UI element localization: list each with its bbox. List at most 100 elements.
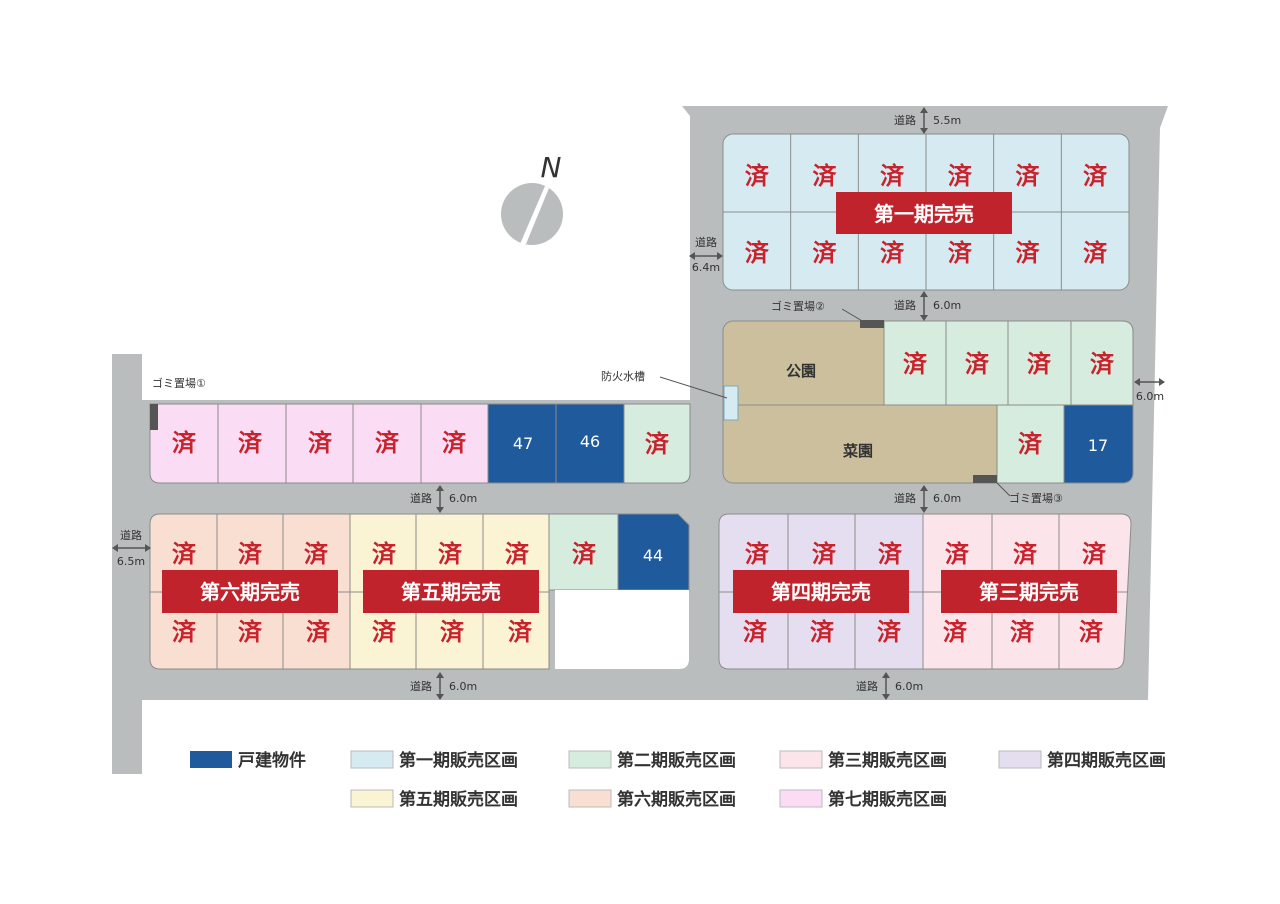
sold-mark: 済 bbox=[810, 618, 835, 646]
arrow-right-icon bbox=[717, 252, 723, 260]
legend-house: 戸建物件 bbox=[238, 750, 306, 771]
lot-47[interactable] bbox=[487, 403, 557, 484]
garbage-3-label: ゴミ置場③ bbox=[1009, 491, 1063, 505]
phase3-banner-text: 第三期完売 bbox=[979, 580, 1079, 604]
legend-swatch-phase4 bbox=[998, 750, 1042, 769]
legend-swatch-phase5 bbox=[350, 789, 394, 808]
sold-mark: 済 bbox=[880, 162, 905, 190]
garden-label: 菜園 bbox=[842, 442, 873, 460]
lot-17[interactable] bbox=[1063, 404, 1134, 484]
legend-phase1: 第一期販売区画 bbox=[399, 750, 518, 771]
arrow-up-icon bbox=[436, 485, 444, 491]
legend-swatch-phase3 bbox=[779, 750, 823, 769]
legend-phase6: 第六期販売区画 bbox=[617, 789, 736, 810]
sold-mark: 済 bbox=[813, 162, 838, 190]
legend-phase3: 第三期販売区画 bbox=[828, 750, 947, 771]
sold-mark: 済 bbox=[945, 540, 970, 568]
phase4-banner bbox=[733, 570, 909, 613]
sold-mark: 済 bbox=[442, 429, 467, 457]
sold-mark: 済 bbox=[308, 429, 333, 457]
garbage-station-2 bbox=[860, 320, 884, 328]
empty-lot bbox=[555, 590, 689, 669]
road-label: 道路 bbox=[894, 113, 916, 127]
phase3-banner bbox=[941, 570, 1117, 613]
arrow-up-icon bbox=[920, 485, 928, 491]
sold-mark: 済 bbox=[306, 618, 331, 646]
sold-mark: 済 bbox=[813, 239, 838, 267]
sold-mark: 済 bbox=[238, 429, 263, 457]
legend-swatch-phase2 bbox=[568, 750, 612, 769]
sold-mark: 済 bbox=[878, 540, 903, 568]
phase5-banner bbox=[363, 570, 539, 613]
fire-water-tank bbox=[723, 385, 739, 421]
sold-mark: 済 bbox=[172, 429, 197, 457]
sold-mark: 済 bbox=[1027, 350, 1052, 378]
sold-mark: 済 bbox=[440, 618, 465, 646]
phase1-sold-marks: 済済済済済済済済済済済済 bbox=[745, 162, 1108, 267]
road-label: 道路 bbox=[894, 491, 916, 505]
garbage-station-3 bbox=[973, 475, 997, 483]
road-width-bottom-right: 6.0m bbox=[895, 680, 923, 693]
callouts: ゴミ置場① ゴミ置場② ゴミ置場③ 防火水槽 bbox=[152, 299, 1063, 505]
road-label: 道路 bbox=[410, 679, 432, 693]
garbage-station-1 bbox=[150, 404, 158, 430]
sold-mark: 済 bbox=[745, 162, 770, 190]
arrow-left-icon bbox=[689, 252, 695, 260]
sold-mark: 済 bbox=[438, 540, 463, 568]
lot-44[interactable] bbox=[617, 513, 690, 591]
legend-phase5: 第五期販売区画 bbox=[399, 789, 518, 810]
phase1-banner-text: 第一期完売 bbox=[874, 202, 974, 226]
sold-mark: 済 bbox=[304, 540, 329, 568]
sold-mark: 済 bbox=[1083, 162, 1108, 190]
sold-mark: 済 bbox=[1079, 618, 1104, 646]
road-annotations: 道路 5.5m 道路 6.4m 道路 6.0m 6.0m 道路 6.0m 道路 … bbox=[112, 107, 1165, 700]
arrow-down-icon bbox=[882, 694, 890, 700]
legend-swatch-phase6 bbox=[568, 789, 612, 808]
road-width-right: 6.0m bbox=[1136, 390, 1164, 403]
sold-mark: 済 bbox=[375, 429, 400, 457]
arrow-down-icon bbox=[920, 315, 928, 321]
lot-46-number: 46 bbox=[580, 432, 600, 451]
arrow-up-icon bbox=[882, 672, 890, 678]
legend-swatch-phase7 bbox=[779, 789, 823, 808]
sold-mark: 済 bbox=[172, 618, 197, 646]
arrow-down-icon bbox=[436, 694, 444, 700]
road-label: 道路 bbox=[856, 679, 878, 693]
arrow-up-icon bbox=[920, 107, 928, 113]
sold-mark: 済 bbox=[745, 540, 770, 568]
north-label: N bbox=[541, 151, 562, 184]
legend-phase4: 第四期販売区画 bbox=[1047, 750, 1166, 771]
arrow-up-icon bbox=[436, 672, 444, 678]
sold-mark: 済 bbox=[238, 618, 263, 646]
sold-mark: 済 bbox=[372, 618, 397, 646]
sold-mark: 済 bbox=[1090, 350, 1115, 378]
phase1-block: 済済済済済済済済済済済済 第一期完売 bbox=[722, 133, 1130, 291]
sold-mark: 済 bbox=[743, 618, 768, 646]
road-label: 道路 bbox=[120, 528, 142, 542]
sold-mark: 済 bbox=[1018, 430, 1043, 458]
sold-mark: 済 bbox=[1013, 540, 1038, 568]
phase1-banner bbox=[836, 192, 1012, 234]
arrow-left-icon bbox=[112, 544, 118, 552]
sold-mark: 済 bbox=[572, 540, 597, 568]
fire-tank-label: 防火水槽 bbox=[601, 369, 645, 383]
arrow-down-icon bbox=[436, 507, 444, 513]
sold-mark: 済 bbox=[172, 540, 197, 568]
phase2-south-lot bbox=[548, 513, 619, 591]
phase5-banner-text: 第五期完売 bbox=[401, 580, 501, 604]
road-label: 道路 bbox=[695, 235, 717, 249]
garbage-2-label: ゴミ置場② bbox=[771, 299, 825, 313]
road-width-mid-left: 6.0m bbox=[449, 492, 477, 505]
sold-mark: 済 bbox=[645, 430, 670, 458]
sold-mark: 済 bbox=[1083, 239, 1108, 267]
lot-46[interactable] bbox=[555, 403, 625, 484]
phase2-east-lower bbox=[996, 404, 1065, 484]
arrow-up-icon bbox=[920, 291, 928, 297]
phase2-west-lot bbox=[623, 403, 691, 484]
sold-mark: 済 bbox=[903, 350, 928, 378]
sold-mark: 済 bbox=[372, 540, 397, 568]
road-width-mid-right: 6.0m bbox=[933, 492, 961, 505]
phase4-banner-text: 第四期完売 bbox=[771, 580, 871, 604]
legend-phase7: 第七期販売区画 bbox=[828, 789, 947, 810]
